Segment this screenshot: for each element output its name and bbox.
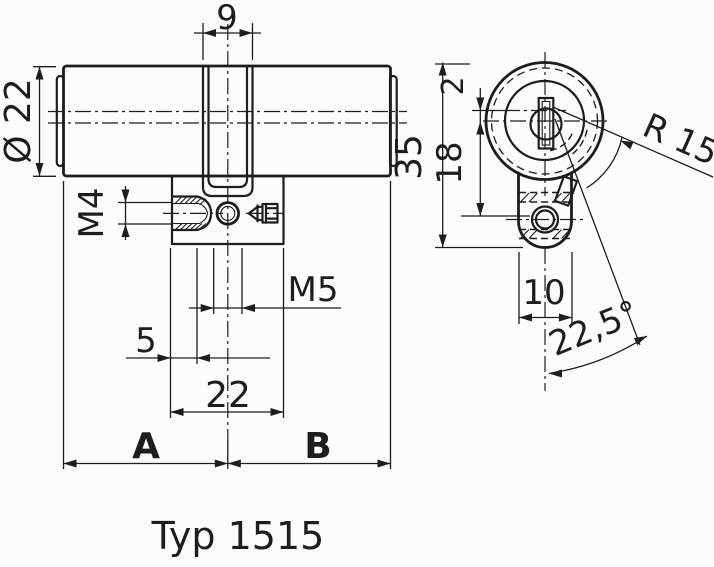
- lug-screw-hole-inner: [534, 209, 556, 230]
- dim-label-lug-width: 22: [205, 375, 251, 416]
- m5-hole-outer: [215, 201, 241, 226]
- m4-hatching: [174, 196, 207, 231]
- lug-screw-hole-outer: [530, 205, 560, 234]
- cam-swing-arc: [586, 137, 623, 189]
- dim-label-length-a: A: [132, 426, 160, 467]
- cam-tip-rotated: [553, 175, 579, 207]
- dim-label-axis-offset: 2: [436, 76, 471, 95]
- dim-label-m4: M4: [72, 188, 112, 239]
- cam-slot-inner: [207, 64, 249, 189]
- dim-label-thread-depth: 5: [135, 321, 157, 361]
- left-end-chamfer: [55, 74, 65, 168]
- dim-label-total-height: 35: [389, 134, 430, 180]
- drawing-title: Typ 1515: [151, 514, 325, 558]
- hidden-thread-lines: [519, 191, 571, 240]
- keyway-inner: [541, 100, 551, 146]
- cam-slot-outer: [201, 64, 254, 198]
- dim-label-length-b: B: [304, 426, 331, 467]
- side-view-dimensions: Ø 22 9 M4 M5 5 22: [0, 0, 392, 469]
- dim-label-slot-width: 9: [216, 0, 238, 38]
- keyway: [537, 96, 555, 150]
- dim-label-front-lug-width: 10: [522, 273, 565, 313]
- chamfer-circle: [490, 67, 599, 175]
- dim-label-center-to-hole: 18: [430, 141, 470, 184]
- side-view: [48, 24, 407, 469]
- dim-label-m5: M5: [288, 270, 339, 310]
- dim-label-diameter: Ø 22: [0, 78, 39, 164]
- cylinder-face-outer: [484, 61, 605, 181]
- keyway-collar: [529, 107, 563, 141]
- cam-rotation-detail: [550, 129, 623, 207]
- cylinder-body: [62, 64, 392, 178]
- mounting-lug: [170, 174, 285, 246]
- dim-label-cam-radius: R 15: [637, 106, 714, 174]
- right-end-chamfer: [388, 74, 398, 168]
- m5-hole-inner: [220, 205, 236, 221]
- front-view: [483, 52, 623, 391]
- m4-hole-core: [173, 202, 209, 225]
